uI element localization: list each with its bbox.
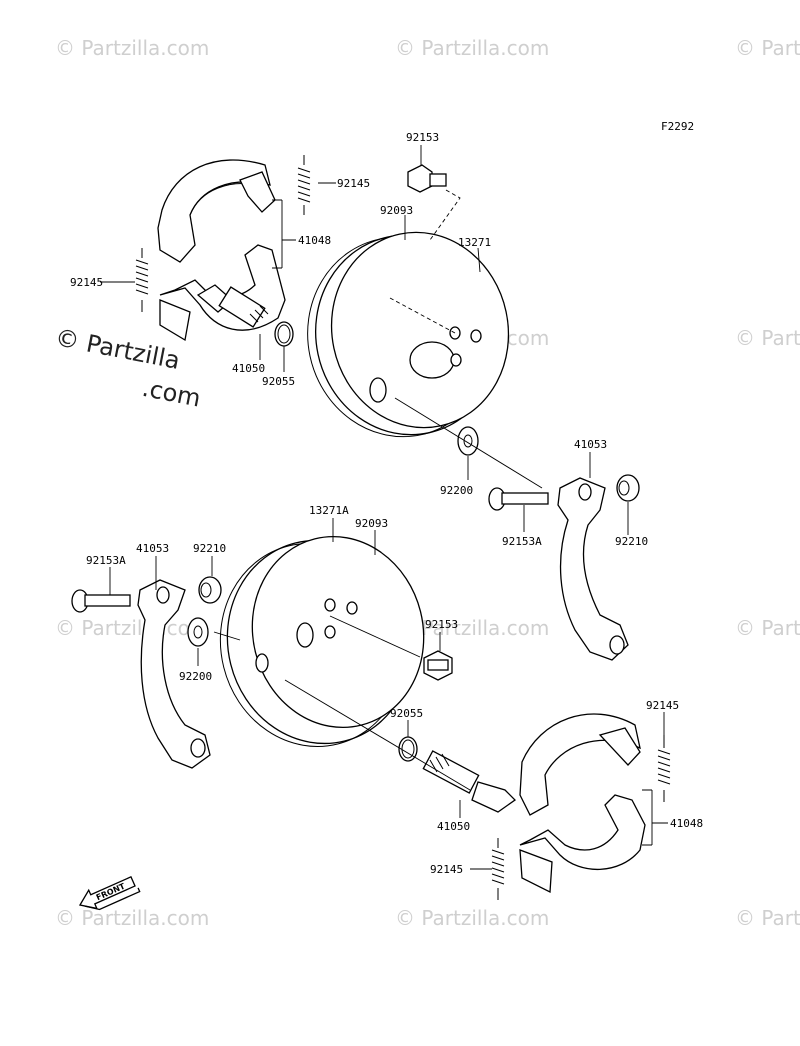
spring-lower-right	[657, 735, 671, 802]
bolt-upper-92153	[407, 164, 447, 193]
brake-shoe-lower-top	[519, 713, 641, 816]
callout-13271: 13271	[458, 236, 491, 249]
callout-92055: 92055	[262, 375, 295, 388]
watermark-main-line2: .com	[140, 374, 203, 413]
callout-92145: 92145	[70, 276, 103, 289]
callout-92153: 92153	[425, 618, 458, 631]
brake-lever-right	[557, 477, 629, 661]
callout-92200: 92200	[179, 670, 212, 683]
brake-shoe-lower-bottom	[519, 794, 646, 894]
callout-92153: 92153	[406, 131, 439, 144]
spring-lower-bottom	[491, 838, 505, 900]
callout-92153A: 92153A	[502, 535, 542, 548]
callout-92093: 92093	[380, 204, 413, 217]
cam-shaft-upper	[196, 284, 294, 347]
bolt-mid-92153	[423, 650, 453, 681]
watermark: © Partzilla.com	[735, 36, 800, 60]
washer-upper-92200	[457, 426, 479, 456]
leader-lines	[100, 145, 668, 870]
spring-upper-left	[135, 248, 149, 312]
callout-92153A: 92153A	[86, 554, 126, 567]
watermark: © Partzilla.com	[735, 326, 800, 350]
spring-upper-top	[297, 155, 311, 215]
callout-92145: 92145	[337, 177, 370, 190]
callout-92210: 92210	[615, 535, 648, 548]
callout-41050: 41050	[437, 820, 470, 833]
watermark: © Partzilla.com	[735, 616, 800, 640]
bolt-left-92153A	[71, 589, 131, 613]
callout-41053: 41053	[574, 438, 607, 451]
brake-lever-left	[137, 579, 211, 769]
callout-92200: 92200	[440, 484, 473, 497]
watermark: © Partzilla.com	[55, 36, 209, 60]
watermark: © Partzilla.com	[55, 616, 209, 640]
callout-41050: 41050	[232, 362, 265, 375]
watermark: © Partzilla.com	[395, 36, 549, 60]
watermark: © Partzilla.com	[55, 906, 209, 930]
brake-drum-upper	[307, 231, 510, 438]
washer-left-92200	[187, 617, 209, 647]
callout-41048: 41048	[670, 817, 703, 830]
brake-shoe-upper-top	[157, 159, 276, 263]
watermark: © Partzilla.com	[735, 906, 800, 930]
figure-code: F2292	[661, 120, 694, 133]
callout-92145: 92145	[430, 863, 463, 876]
callout-13271A: 13271A	[309, 504, 349, 517]
watermark: © Partzilla.com	[395, 906, 549, 930]
callout-92145: 92145	[646, 699, 679, 712]
bolt-right-92153A	[488, 487, 549, 511]
watermark-main-line1: © Partzilla	[53, 323, 182, 375]
callout-92210: 92210	[193, 542, 226, 555]
collar-left-92210	[198, 576, 222, 604]
callout-41053: 41053	[136, 542, 169, 555]
callouts: 92153 92145 92093 13271 41048 92145 4105…	[70, 131, 703, 876]
callout-41048: 41048	[298, 234, 331, 247]
callout-92055: 92055	[390, 707, 423, 720]
collar-right-92210	[616, 474, 640, 502]
brake-drum-lower	[219, 535, 425, 747]
callout-92093: 92093	[355, 517, 388, 530]
